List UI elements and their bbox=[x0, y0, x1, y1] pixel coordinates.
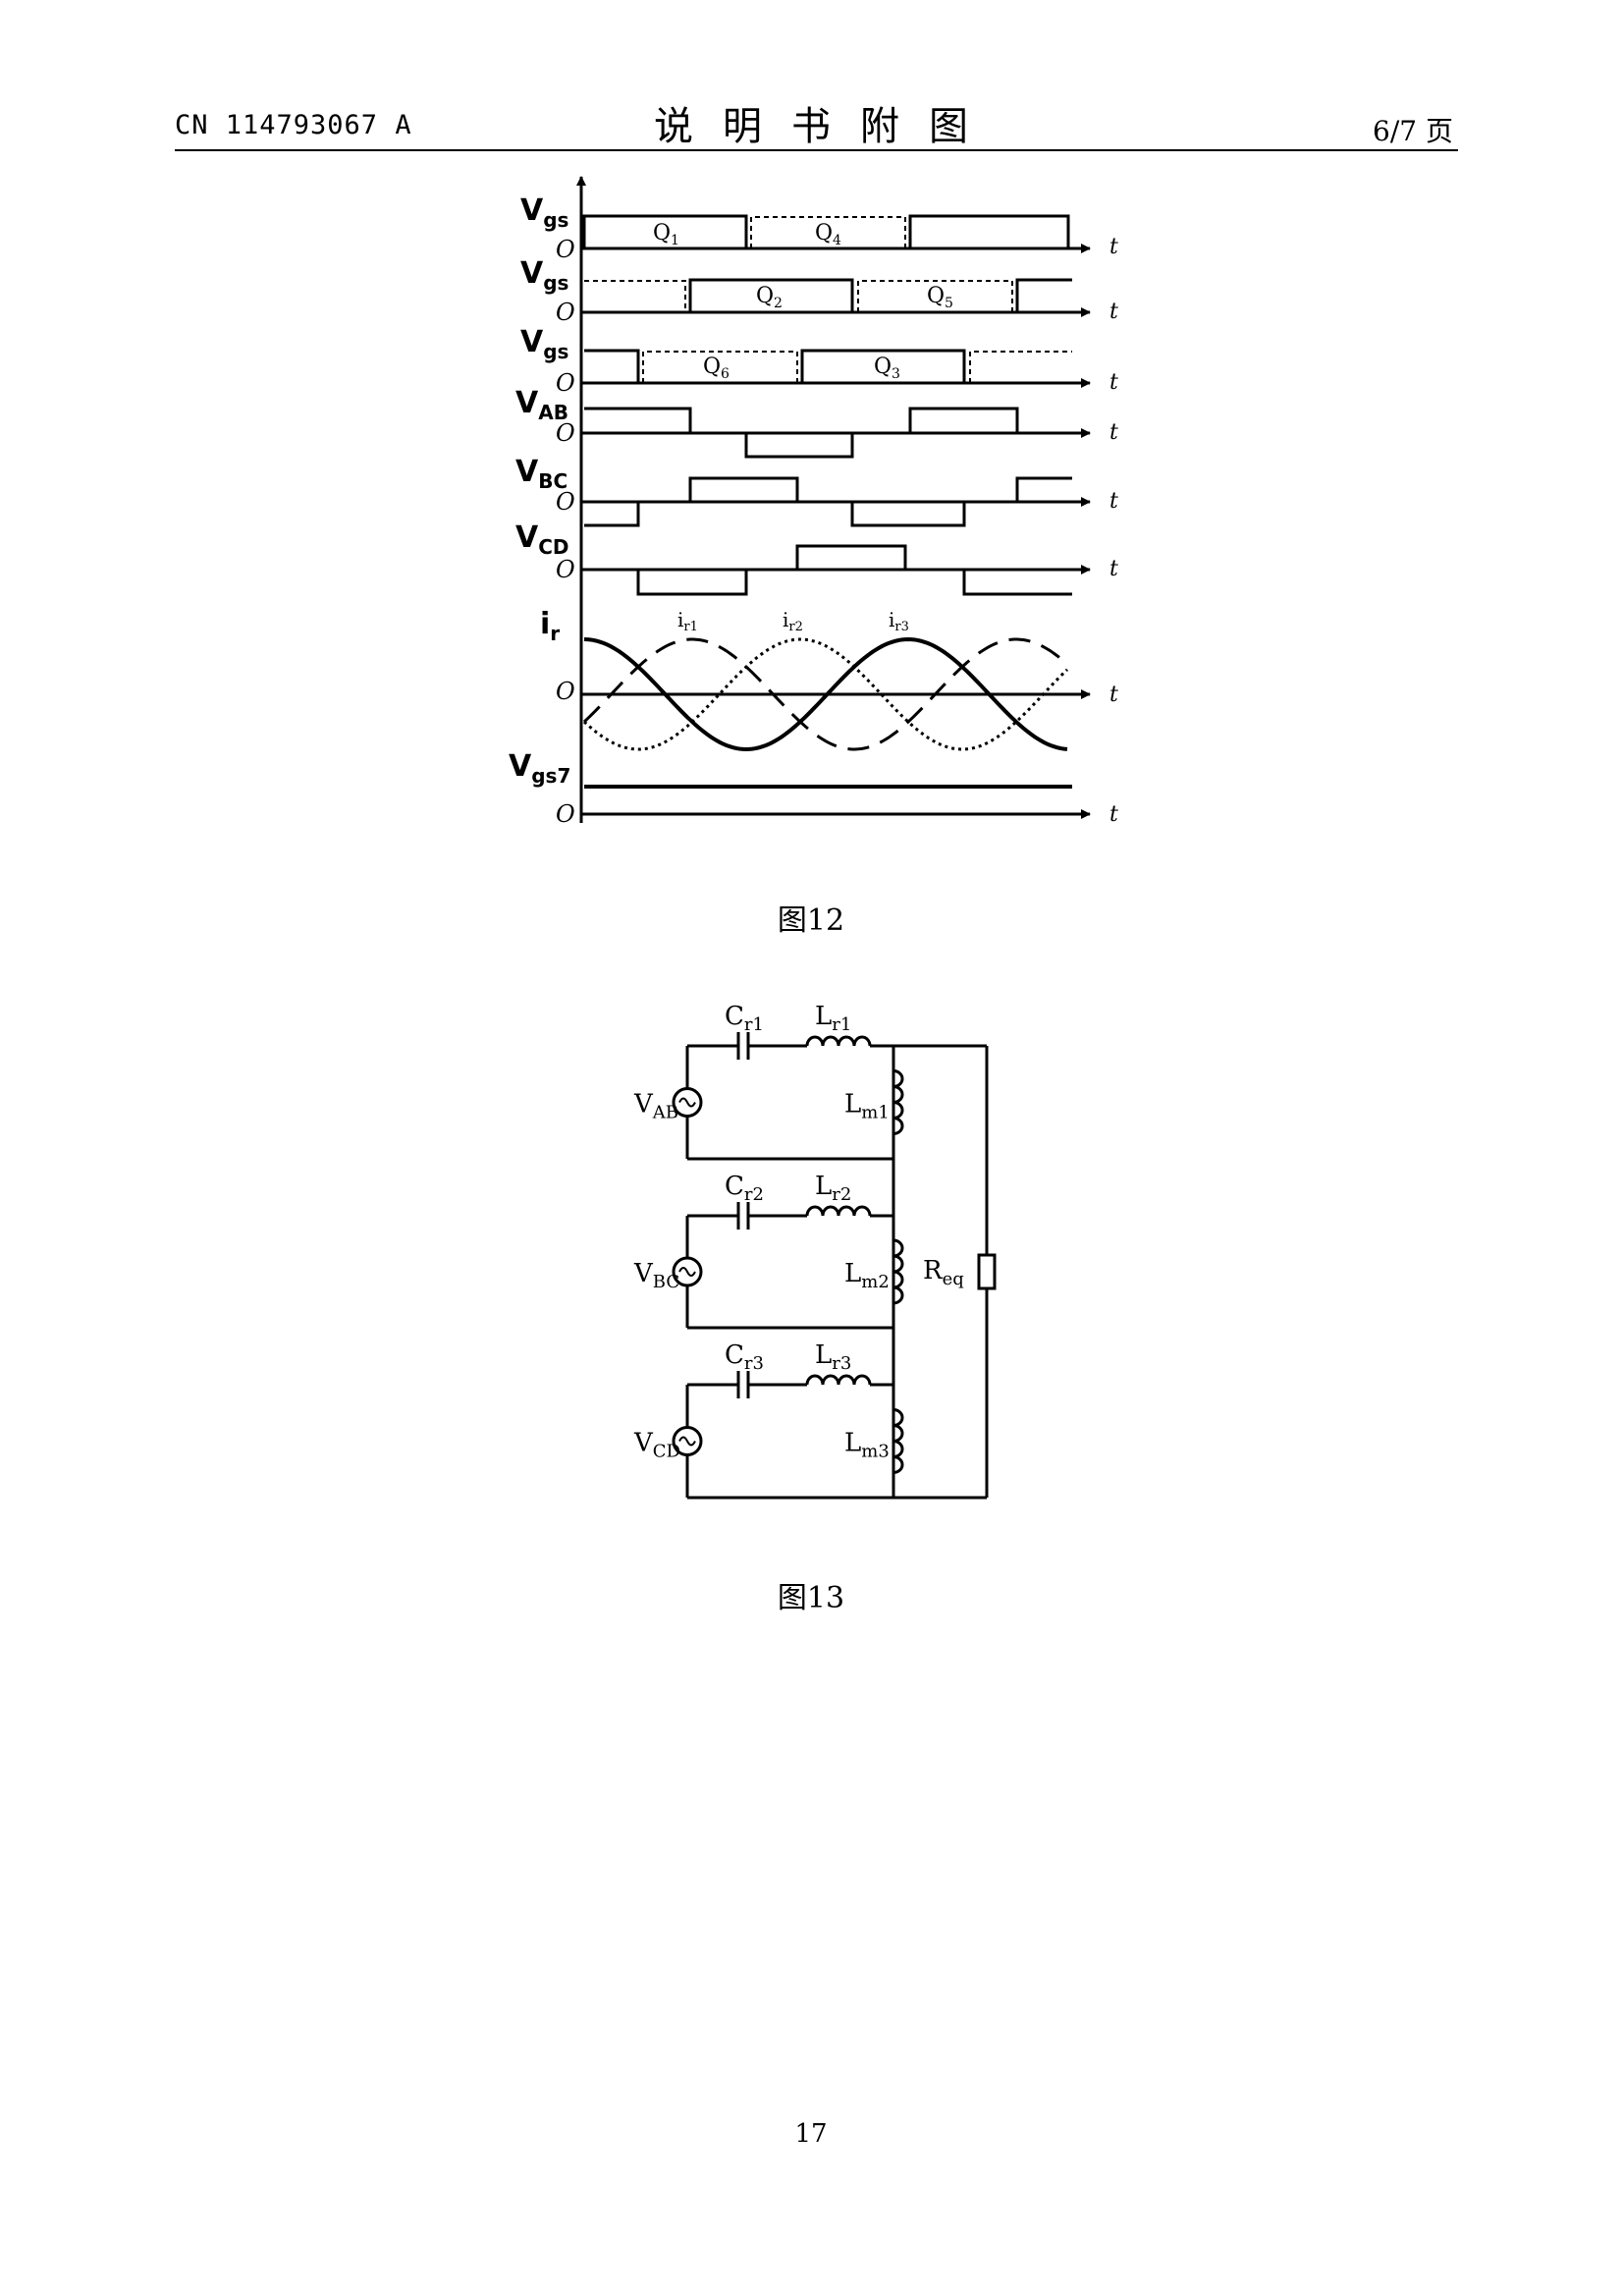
pulse-q6 bbox=[642, 351, 798, 383]
row-ir: ir O t ir1 ir2 ir3 bbox=[540, 607, 1118, 752]
series-inductor-coil bbox=[805, 1035, 872, 1047]
sine-wave-icon bbox=[678, 1267, 696, 1277]
origin-label: O bbox=[556, 299, 575, 326]
pulse-q3-prev bbox=[584, 349, 640, 383]
page-heading: 说明书附图 bbox=[654, 104, 998, 149]
row-vcd: VCD O t bbox=[515, 520, 1118, 596]
pulse-q2-next bbox=[1015, 278, 1072, 312]
source-label: VCD bbox=[633, 1429, 680, 1462]
header-rule bbox=[175, 149, 1458, 151]
magnetizing-inductor-label: Lm1 bbox=[844, 1090, 890, 1123]
branch-1 bbox=[672, 1032, 904, 1161]
source-label: VBC bbox=[633, 1259, 679, 1292]
row-vgs7: Vgs7 O t bbox=[509, 749, 1118, 828]
magnetizing-inductor-coil bbox=[892, 1238, 904, 1305]
ac-source-icon bbox=[672, 1426, 703, 1456]
curve-label-ir2: ir2 bbox=[783, 608, 803, 634]
pulse-q4 bbox=[750, 216, 906, 248]
origin-label: O bbox=[556, 800, 575, 828]
pulse-label-q5: Q5 bbox=[927, 284, 953, 311]
pulse-label-q3: Q3 bbox=[874, 355, 900, 382]
pulse-q1 bbox=[582, 214, 748, 248]
pulse-label-q4: Q4 bbox=[815, 221, 841, 248]
sine-wave-icon bbox=[678, 1097, 696, 1108]
row-vgs-q1-q4: Vgs O t Q1 Q4 bbox=[520, 193, 1118, 263]
capacitor-label: Cr1 bbox=[725, 1002, 764, 1035]
waveform-vcd bbox=[584, 544, 1072, 596]
row-vbc: VBC O t bbox=[515, 455, 1118, 527]
magnetizing-inductor-coil bbox=[892, 1408, 904, 1474]
pulse-label-q6: Q6 bbox=[703, 355, 730, 382]
figure-12-timing-diagram: Vgs O t Q1 Q4 Vgs O t Q2 Q5 Vgs O t Q6 Q… bbox=[509, 176, 1118, 828]
magnetizing-inductor-label: Lm2 bbox=[844, 1259, 890, 1292]
curve-label-ir3: ir3 bbox=[889, 608, 909, 634]
t-label: t bbox=[1109, 300, 1118, 324]
t-label: t bbox=[1109, 489, 1118, 514]
capacitor-label: Cr2 bbox=[725, 1172, 764, 1205]
row-vgs-q2-q5: Vgs O t Q2 Q5 bbox=[520, 256, 1118, 326]
row-label: Vgs bbox=[520, 193, 568, 232]
patent-number: CN 114793067 A bbox=[175, 110, 412, 140]
magnetizing-inductor-coil bbox=[892, 1069, 904, 1135]
curve-ir3 bbox=[583, 636, 1068, 752]
origin-label: O bbox=[556, 236, 575, 263]
series-inductor-label: Lr2 bbox=[815, 1172, 851, 1205]
t-label: t bbox=[1109, 802, 1118, 827]
figure-12-caption: 图12 bbox=[777, 903, 845, 938]
row-label: VBC bbox=[515, 455, 568, 493]
sine-wave-icon bbox=[678, 1436, 696, 1447]
pulse-label-q1: Q1 bbox=[653, 221, 679, 248]
t-label: t bbox=[1109, 235, 1118, 259]
series-inductor-coil bbox=[805, 1205, 872, 1217]
row-label: VAB bbox=[515, 386, 568, 424]
pulse-q1-next bbox=[908, 214, 1070, 248]
t-label: t bbox=[1109, 420, 1118, 445]
origin-label: O bbox=[556, 678, 575, 705]
capacitor-label: Cr3 bbox=[725, 1340, 764, 1374]
waveform-vab bbox=[584, 407, 1072, 459]
row-vgs-q6-q3: Vgs O t Q6 Q3 bbox=[520, 325, 1118, 397]
pulse-label-q2: Q2 bbox=[756, 284, 783, 311]
t-label: t bbox=[1109, 370, 1118, 395]
ac-source-icon bbox=[672, 1256, 703, 1287]
series-inductor-label: Lr1 bbox=[815, 1002, 851, 1035]
curve-ir2 bbox=[582, 637, 1069, 751]
pulse-q2 bbox=[688, 278, 854, 312]
load-label: Req bbox=[923, 1256, 964, 1289]
t-label: t bbox=[1109, 557, 1118, 581]
origin-label: O bbox=[556, 488, 575, 516]
branch-3 bbox=[672, 1371, 904, 1500]
row-label: Vgs bbox=[520, 325, 568, 363]
row-label: Vgs7 bbox=[509, 749, 570, 788]
ac-source-icon bbox=[672, 1087, 703, 1118]
row-label: ir bbox=[540, 607, 560, 645]
series-inductor-label: Lr3 bbox=[815, 1340, 851, 1374]
row-label: VCD bbox=[515, 520, 569, 559]
page-number: 17 bbox=[794, 2119, 828, 2149]
waveform-vbc bbox=[584, 476, 1072, 527]
curve-ir1 bbox=[582, 637, 1068, 751]
pulse-q5-prev bbox=[584, 280, 686, 312]
row-vab: VAB O t bbox=[515, 386, 1118, 459]
origin-label: O bbox=[556, 369, 575, 397]
pulse-q6-next bbox=[969, 351, 1072, 383]
page-count: 6/7 页 bbox=[1373, 115, 1453, 147]
origin-label: O bbox=[556, 419, 575, 447]
origin-label: O bbox=[556, 556, 575, 583]
pulse-q3 bbox=[800, 349, 966, 383]
pulse-q5 bbox=[857, 280, 1013, 312]
row-label: Vgs bbox=[520, 256, 568, 295]
source-label: VAB bbox=[633, 1090, 678, 1123]
series-inductor-coil bbox=[805, 1374, 872, 1386]
figure-13-caption: 图13 bbox=[777, 1581, 845, 1615]
branch-2 bbox=[672, 1202, 904, 1330]
curve-label-ir1: ir1 bbox=[677, 608, 698, 634]
t-label: t bbox=[1109, 683, 1118, 707]
magnetizing-inductor-label: Lm3 bbox=[844, 1429, 890, 1462]
resistor-req bbox=[977, 1253, 997, 1290]
